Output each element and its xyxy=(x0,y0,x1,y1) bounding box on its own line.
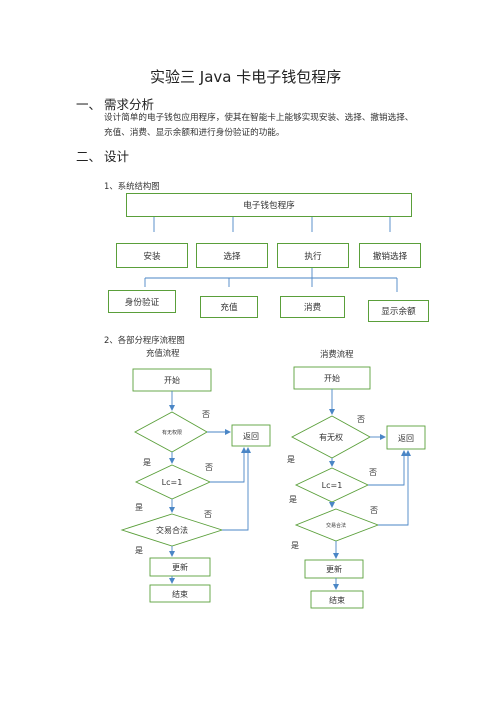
consume-update-box xyxy=(304,559,364,579)
recharge-yes-1: 是 xyxy=(143,458,151,467)
structure-recharge: 充值 xyxy=(200,296,258,318)
recharge-end-box xyxy=(149,584,211,603)
consume-no-1: 否 xyxy=(357,415,365,424)
recharge-update-box xyxy=(149,557,211,577)
consume-yes-1: 是 xyxy=(287,455,295,464)
recharge-decision-valid-label: 交易合法 xyxy=(156,525,188,535)
structure-balance: 显示余额 xyxy=(368,300,429,322)
structure-consume: 消费 xyxy=(280,296,345,318)
recharge-flow-title: 充值流程 xyxy=(146,348,180,358)
requirement-text-line-2: 充值、消费、显示余额和进行身份验证的功能。 xyxy=(104,128,285,138)
consume-decision-lc-label: Lc=1 xyxy=(322,481,343,490)
consume-no-2: 否 xyxy=(369,468,377,477)
consume-return-box xyxy=(386,425,426,450)
recharge-no-3: 否 xyxy=(204,510,212,519)
structure-execute: 执行 xyxy=(277,243,349,268)
consume-start-label: 开始 xyxy=(324,373,340,383)
consume-decision-valid-label: 交易合法 xyxy=(326,522,346,529)
consume-return-label: 返回 xyxy=(398,434,414,443)
section-heading-requirements: 需求分析 xyxy=(104,97,155,112)
recharge-no-1: 否 xyxy=(202,410,210,419)
recharge-return-label: 返回 xyxy=(243,432,259,441)
structure-install: 安装 xyxy=(116,243,188,268)
structure-auth: 身份验证 xyxy=(108,290,176,313)
recharge-start-label: 开始 xyxy=(164,375,180,385)
subheading-flowcharts: 2、各部分程序流程图 xyxy=(104,335,185,345)
structure-root: 电子钱包程序 xyxy=(126,193,412,217)
consume-yes-3: 是 xyxy=(291,541,299,550)
section-number-1: 一、 xyxy=(76,97,102,112)
recharge-no-2: 否 xyxy=(205,463,213,472)
consume-no-3: 否 xyxy=(370,506,378,515)
recharge-decision-permission-label: 有无权限 xyxy=(162,429,182,436)
consume-decision-permission-label: 有无权 xyxy=(319,432,343,442)
recharge-return-box xyxy=(231,424,271,447)
consume-update-label: 更新 xyxy=(326,564,342,574)
recharge-decision-lc-label: Lc=1 xyxy=(162,478,183,487)
section-number-2: 二、 xyxy=(76,149,102,164)
section-heading-design: 设计 xyxy=(104,149,130,164)
page-title: 实验三 Java 卡电子钱包程序 xyxy=(150,68,342,86)
recharge-end-label: 结束 xyxy=(172,589,188,599)
consume-end-box xyxy=(310,590,364,609)
requirement-text-line-1: 设计简单的电子钱包应用程序，使其在智能卡上能够实现安装、选择、撤销选择、 xyxy=(104,113,414,123)
structure-select: 选择 xyxy=(196,243,268,268)
consume-end-label: 结束 xyxy=(329,595,345,605)
consume-flowchart: 开始 有无权 否 返回 是 Lc=1 否 是 交易合法 否 是 更新 结束 xyxy=(287,366,426,609)
consume-flow-title: 消费流程 xyxy=(320,349,354,359)
consume-yes-2: 是 xyxy=(289,495,297,504)
recharge-flowchart: 开始 有无权限 否 返回 是 Lc=1 否 昰 交易合法 否 是 更新 结束 xyxy=(120,368,271,603)
recharge-yes-2: 昰 xyxy=(135,503,143,512)
subheading-structure: 1、系统结构图 xyxy=(104,181,160,191)
structure-deselect: 撤销选择 xyxy=(359,243,421,268)
recharge-update-label: 更新 xyxy=(172,562,188,572)
recharge-yes-3: 是 xyxy=(135,546,143,555)
